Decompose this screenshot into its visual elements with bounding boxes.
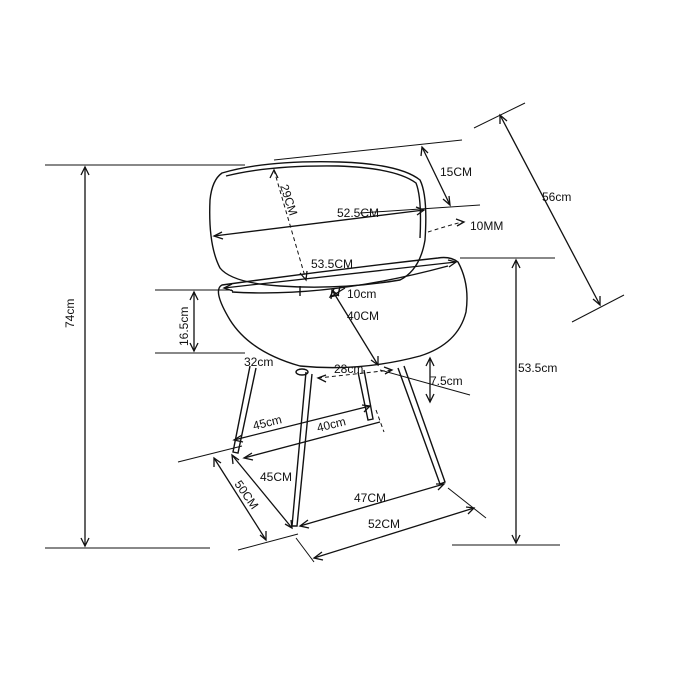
label-leg-inner-span: 28cm	[334, 362, 363, 376]
label-base-side-inner: 40cm	[315, 414, 347, 435]
leg-rear-right	[357, 369, 374, 421]
label-seat-drop: 7.5cm	[430, 374, 463, 388]
label-overall-depth: 56cm	[542, 190, 571, 204]
leg-rear-left	[291, 371, 313, 527]
label-back-thickness: 10MM	[470, 219, 503, 233]
label-seat-height: 53.5cm	[518, 361, 557, 375]
label-back-width: 52.5CM	[337, 206, 379, 220]
label-armrest-height: 16.5cm	[177, 307, 191, 346]
label-back-inner-height: 29CM	[277, 183, 300, 218]
backrest-outline	[209, 161, 427, 288]
label-base-front-inner: 47CM	[354, 491, 386, 505]
label-base-depth-upper: 45CM	[260, 470, 292, 484]
backrest-inner-edge	[225, 165, 422, 239]
seat-inner-line	[231, 265, 449, 294]
label-height-total: 74cm	[63, 299, 77, 328]
chair-outline	[209, 161, 468, 527]
seat-shell	[217, 256, 468, 369]
dimension-lines	[45, 102, 625, 563]
label-seat-depth: 40CM	[347, 309, 379, 323]
leg-front-right	[397, 365, 446, 485]
label-base-front-outer: 52CM	[368, 517, 400, 531]
leg-front-left	[232, 365, 257, 454]
label-seat-width: 53.5CM	[311, 257, 353, 271]
label-back-height: 15CM	[440, 165, 472, 179]
leg-cap	[295, 368, 309, 376]
label-base-depth-lower: 50CM	[232, 478, 262, 512]
label-seat-front: 32cm	[244, 355, 273, 369]
label-seat-depth-gap: 10cm	[347, 287, 376, 301]
label-base-side-upper: 45cm	[251, 412, 283, 433]
dimension-labels: 74cm 53.5cm 56cm 15CM 29CM 52.5CM 10MM 5…	[63, 165, 571, 531]
